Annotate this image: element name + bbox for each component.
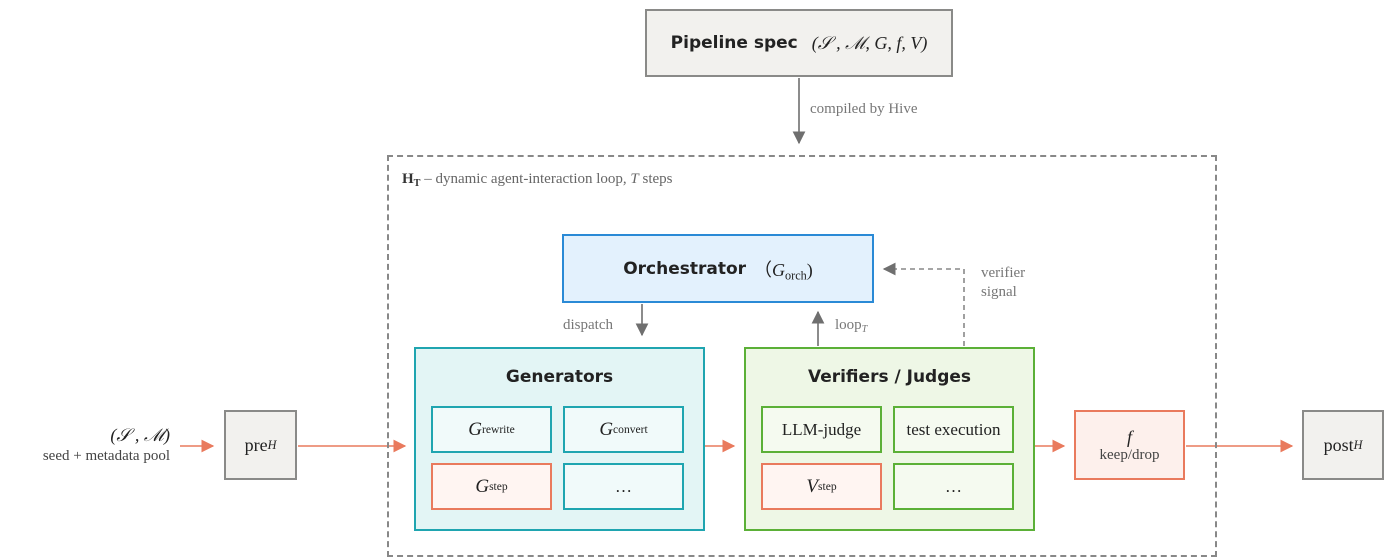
filter-symbol: f <box>1126 426 1132 447</box>
input-math: (𝒮 , ℳ) <box>110 425 170 445</box>
dispatch-label: dispatch <box>563 317 613 333</box>
orchestrator-title: Orchestrator <box>623 258 747 279</box>
loop-label: loopT <box>835 317 868 336</box>
verifiers-title: Verifiers / Judges <box>807 367 972 387</box>
filter-box: f keep/drop <box>1074 410 1185 480</box>
pipeline-spec-box: Pipeline spec (𝒮 , ℳ, G, f, V) <box>645 9 953 77</box>
verifier-signal-label: verifier signal <box>981 265 1026 300</box>
orchestrator-symbol: （Gorch) <box>754 259 813 283</box>
filter-label: keep/drop <box>1099 446 1160 463</box>
verifier-test-execution: test execution <box>893 406 1014 453</box>
generator-more: … <box>563 463 684 510</box>
agent-loop-frame <box>387 155 1217 557</box>
verifiers-group: Verifiers / Judges LLM-judge test execut… <box>744 347 1035 531</box>
generators-title: Generators <box>505 367 614 387</box>
compiled-label: compiled by Hive <box>810 101 918 117</box>
input-pool: (𝒮 , ℳ) seed + metadata pool <box>0 424 170 466</box>
input-label: seed + metadata pool <box>42 448 170 464</box>
verifier-llm-judge: LLM-judge <box>761 406 882 453</box>
frame-label: HT – dynamic agent-interaction loop, T s… <box>402 171 673 190</box>
orchestrator-box: Orchestrator （Gorch) <box>562 234 874 303</box>
verifier-more: … <box>893 463 1014 510</box>
pipeline-spec-title: Pipeline spec <box>670 33 798 53</box>
pipeline-spec-math: (𝒮 , ℳ, G, f, V) <box>811 32 928 53</box>
